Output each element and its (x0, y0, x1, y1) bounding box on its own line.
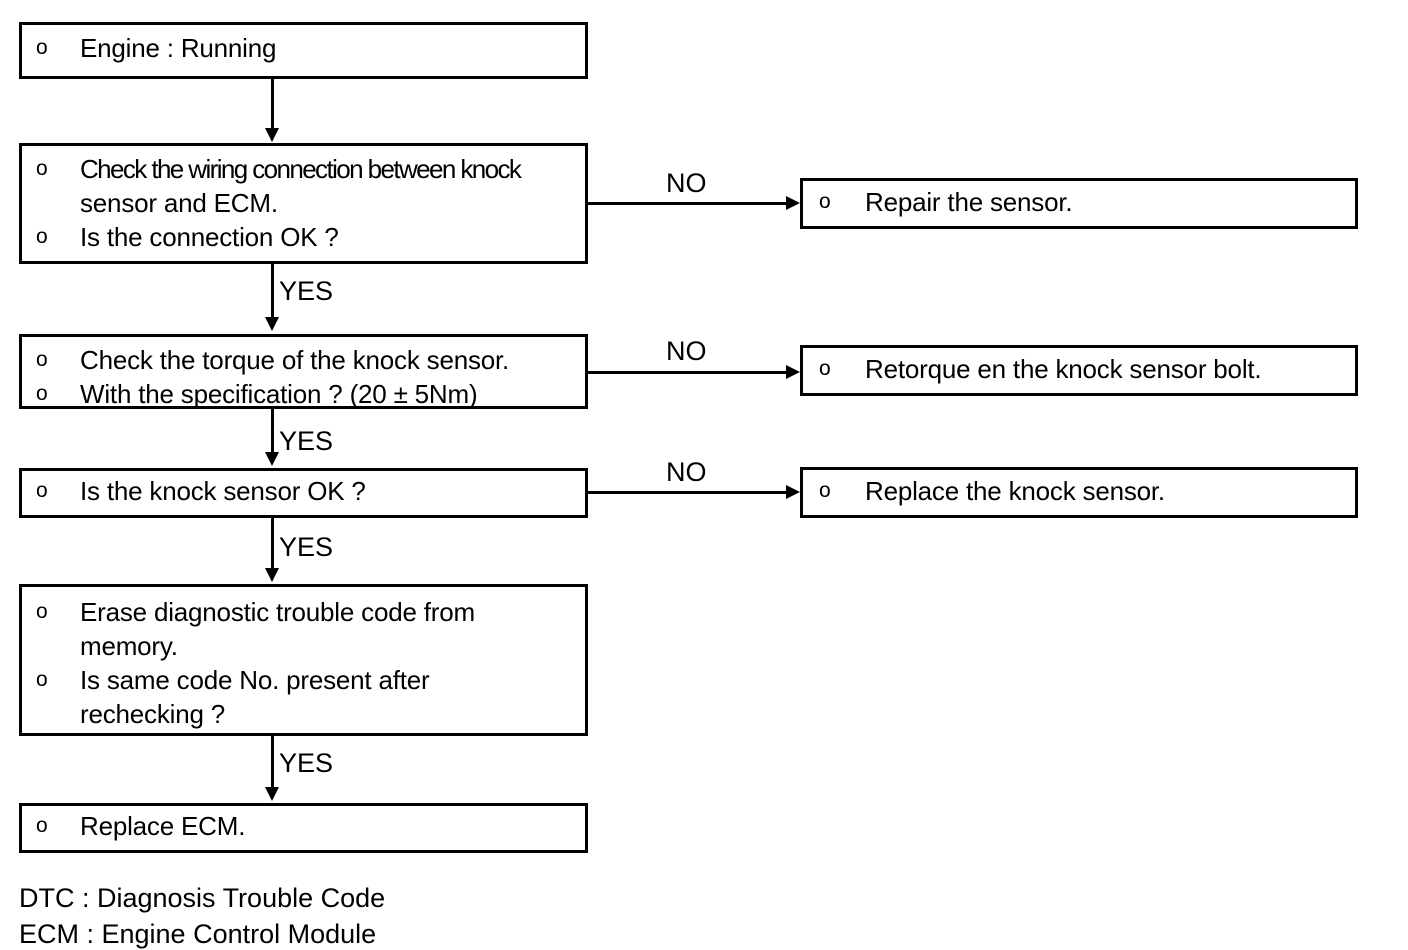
box-line: o Check the torque of the knock sensor. (22, 343, 585, 377)
box-line-text: Engine : Running (80, 33, 277, 63)
bullet-glyph: o (36, 668, 48, 691)
bullet-glyph: o (36, 157, 48, 180)
arrow-head-down-5 (265, 787, 279, 801)
box-replace-ecm-body: o Replace ECM. (22, 806, 585, 850)
box-line-text: With the specification ? (20 ± 5Nm) (80, 379, 478, 409)
box-line-text: Retorque en the knock sensor bolt. (865, 354, 1262, 384)
box-check-wiring-body: o Check the wiring connection between kn… (22, 146, 585, 261)
box-line: memory. (22, 629, 585, 663)
box-line: o With the specification ? (20 ± 5Nm) (22, 377, 585, 409)
box-retorque-bolt-body: o Retorque en the knock sensor bolt. (803, 348, 1355, 393)
arrow-head-right-2 (786, 365, 800, 379)
legend-ecm: ECM : Engine Control Module (19, 919, 377, 949)
arrow-head-down-2 (265, 317, 279, 331)
connector-torque-no (588, 371, 787, 374)
bullet-glyph: o (36, 225, 48, 248)
bullet-glyph: o (819, 357, 831, 380)
box-line: o Erase diagnostic trouble code from (22, 595, 585, 629)
box-repair-sensor-body: o Repair the sensor. (803, 181, 1355, 226)
box-repair-sensor[interactable]: o Repair the sensor. (800, 178, 1358, 229)
edge-label-yes-4: YES (279, 748, 334, 778)
bullet-glyph: o (36, 479, 48, 502)
box-line-text: Repair the sensor. (865, 187, 1073, 217)
box-line-text: memory. (80, 631, 178, 661)
edge-label-no-2: NO (666, 336, 707, 366)
box-line-text: Is the knock sensor OK ? (80, 476, 366, 506)
bullet-glyph: o (819, 190, 831, 213)
legend-dtc: DTC : Diagnosis Trouble Code (19, 883, 386, 913)
connector-wiring-to-torque (271, 264, 274, 319)
box-line: o Is same code No. present after (22, 663, 585, 697)
box-line: o Engine : Running (22, 31, 585, 65)
box-line: o Repair the sensor. (803, 185, 1355, 219)
arrow-head-down-3 (265, 452, 279, 466)
bullet-glyph: o (36, 814, 48, 837)
box-line: o Replace the knock sensor. (803, 474, 1355, 508)
connector-torque-to-sensorok (271, 409, 274, 455)
arrow-head-down-4 (265, 568, 279, 582)
box-line-text: Is the connection OK ? (80, 222, 339, 252)
box-line: sensor and ECM. (22, 186, 585, 220)
box-retorque-bolt[interactable]: o Retorque en the knock sensor bolt. (800, 345, 1358, 396)
box-line: o Retorque en the knock sensor bolt. (803, 352, 1355, 386)
box-knock-sensor-ok[interactable]: o Is the knock sensor OK ? (19, 468, 588, 518)
bullet-glyph: o (819, 479, 831, 502)
box-line-text: Check the wiring connection between knoc… (80, 154, 522, 184)
box-line-text: Replace ECM. (80, 811, 246, 841)
box-line: rechecking ? (22, 697, 585, 731)
bullet-glyph: o (36, 348, 48, 371)
box-check-torque-body: o Check the torque of the knock sensor. … (22, 337, 585, 406)
connector-erase-to-replace-ecm (271, 736, 274, 789)
edge-label-yes-1: YES (279, 276, 334, 306)
box-check-wiring[interactable]: o Check the wiring connection between kn… (19, 143, 588, 264)
box-knock-sensor-ok-body: o Is the knock sensor OK ? (22, 471, 585, 515)
edge-label-no-3: NO (666, 457, 707, 487)
box-line: o Replace ECM. (22, 809, 585, 843)
arrow-head-down-1 (265, 128, 279, 142)
box-line-text: Replace the knock sensor. (865, 476, 1165, 506)
edge-label-yes-3: YES (279, 532, 334, 562)
connector-sensorok-to-erase (271, 518, 274, 570)
connector-engine-to-wiring (271, 79, 274, 131)
arrow-head-right-1 (786, 196, 800, 210)
box-line-text: Check the torque of the knock sensor. (80, 345, 510, 375)
connector-wiring-no (588, 202, 787, 205)
box-engine-running[interactable]: o Engine : Running (19, 22, 588, 79)
box-replace-knock-sensor-body: o Replace the knock sensor. (803, 470, 1355, 515)
box-line-text: rechecking ? (80, 699, 226, 729)
box-line: o Is the knock sensor OK ? (22, 474, 585, 508)
bullet-glyph: o (36, 382, 48, 405)
box-erase-dtc-body: o Erase diagnostic trouble code from mem… (22, 587, 585, 733)
box-erase-dtc[interactable]: o Erase diagnostic trouble code from mem… (19, 584, 588, 736)
bullet-glyph: o (36, 600, 48, 623)
box-line: o Is the connection OK ? (22, 220, 585, 254)
box-engine-running-body: o Engine : Running (22, 25, 585, 76)
box-line-text: Is same code No. present after (80, 665, 430, 695)
box-line-text: Erase diagnostic trouble code from (80, 597, 475, 627)
box-check-torque[interactable]: o Check the torque of the knock sensor. … (19, 334, 588, 409)
connector-sensorok-no (588, 491, 787, 494)
edge-label-no-1: NO (666, 168, 707, 198)
box-replace-knock-sensor[interactable]: o Replace the knock sensor. (800, 467, 1358, 518)
box-line: o Check the wiring connection between kn… (22, 152, 585, 186)
bullet-glyph: o (36, 36, 48, 59)
edge-label-yes-2: YES (279, 426, 334, 456)
box-replace-ecm[interactable]: o Replace ECM. (19, 803, 588, 853)
box-line-text: sensor and ECM. (80, 188, 278, 218)
arrow-head-right-3 (786, 485, 800, 499)
